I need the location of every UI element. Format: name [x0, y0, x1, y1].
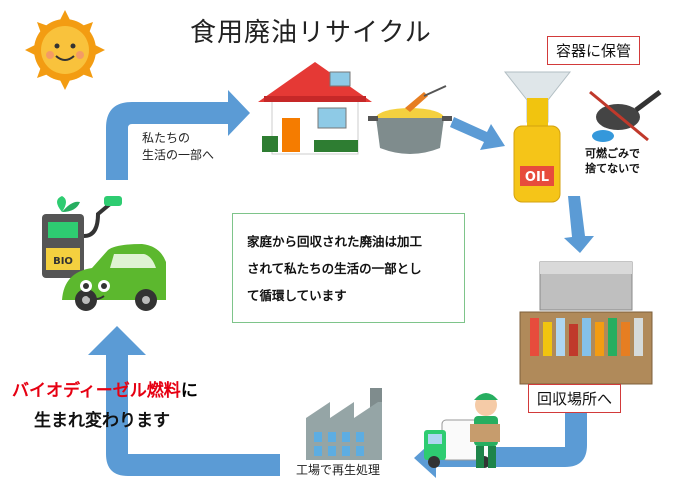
oil-bottle-icon: OIL [503, 71, 572, 203]
description-line1: 家庭から回収された廃油は加工 [247, 234, 423, 249]
storage-label: 容器に保管 [547, 36, 641, 65]
daily-life-label: 私たちの 生活の一部へ [142, 130, 214, 164]
no-burnable-line2: 捨てないで [585, 162, 640, 175]
factory-icon [306, 388, 382, 460]
arrow-to-collection [564, 196, 594, 253]
biofuel-suffix: に [180, 381, 198, 401]
no-burnable-trash-icon [589, 90, 662, 142]
description-box: 家庭から回収された廃油は加工 されて私たちの生活の一部とし て循環しています [232, 213, 465, 323]
fryer-pot-icon [368, 85, 452, 154]
daily-life-line2: 生活の一部へ [142, 148, 215, 162]
biofuel-red-text: バイオディーゼル燃料 [12, 381, 181, 401]
oil-bottles-in-box [530, 318, 643, 356]
collection-label: 回収場所へ [528, 384, 622, 413]
oil-bottle-label: OIL [525, 170, 549, 185]
factory-label: 工場で再生処理 [296, 463, 381, 477]
arrow-to-bottle [450, 117, 505, 150]
bio-pump-label: BIO [53, 256, 73, 267]
no-burnable-note: 可燃ごみで 捨てないで [585, 146, 640, 176]
worker-icon [470, 393, 500, 468]
green-car-icon [62, 244, 166, 311]
daily-life-line1: 私たちの [142, 131, 191, 145]
sun-icon [25, 10, 105, 90]
arrow-to-house [106, 90, 250, 180]
house-icon [258, 62, 372, 155]
description-line3: て循環しています [247, 288, 347, 303]
description-line2: されて私たちの生活の一部とし [247, 261, 422, 276]
biofuel-line2: 生まれ変わります [34, 411, 170, 431]
collection-boxes-icon [519, 261, 653, 385]
biofuel-heading: バイオディーゼル燃料に [12, 376, 198, 401]
bio-fuel-pump-icon: BIO [42, 196, 122, 278]
page-title: 食用廃油リサイクル [190, 18, 432, 48]
arrow-to-car [88, 326, 280, 476]
no-burnable-line1: 可燃ごみで [585, 147, 640, 160]
